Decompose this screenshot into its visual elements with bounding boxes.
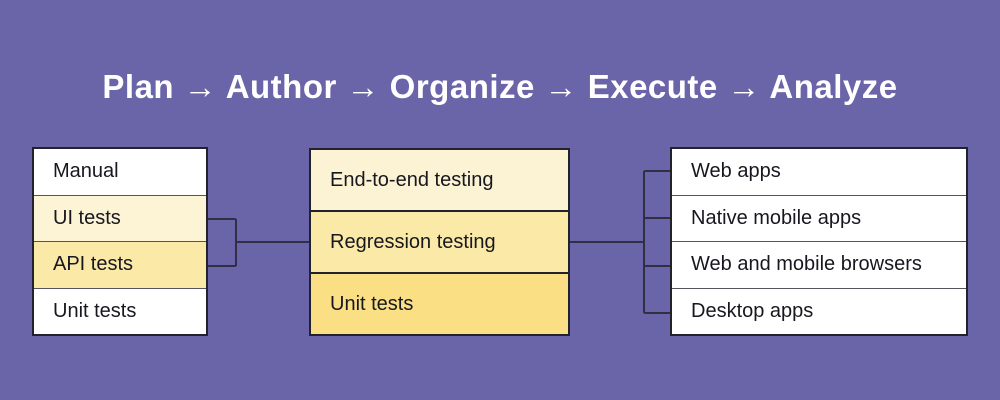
list-item-end-to-end-testing: End-to-end testing (311, 150, 568, 210)
list-item-label: Regression testing (330, 230, 496, 253)
list-item-label: UI tests (53, 206, 121, 229)
list-item-ui-tests: UI tests (34, 194, 206, 241)
list-item-web-apps: Web apps (672, 149, 966, 195)
test-types-box: Manual UI tests API tests Unit tests (32, 147, 208, 336)
list-item-label: Desktop apps (691, 299, 814, 322)
list-item-label: Native mobile apps (691, 206, 862, 229)
list-item-native-mobile-apps: Native mobile apps (672, 194, 966, 241)
page-title: Plan → Author → Organize → Execute → Ana… (102, 68, 898, 105)
list-item-label: Unit tests (53, 299, 137, 322)
list-item-api-tests: API tests (34, 241, 206, 288)
left-bracket-connector (207, 218, 309, 267)
testing-scope-box: End-to-end testing Regression testing Un… (309, 148, 570, 336)
list-item-regression-testing: Regression testing (311, 210, 568, 272)
list-item-unit-tests-scope: Unit tests (311, 272, 568, 334)
list-item-web-and-mobile-browsers: Web and mobile browsers (672, 241, 966, 288)
list-item-label: End-to-end testing (330, 168, 494, 191)
platforms-box: Web apps Native mobile apps Web and mobi… (670, 147, 968, 336)
list-item-desktop-apps: Desktop apps (672, 287, 966, 334)
list-item-label: Web and mobile browsers (691, 253, 922, 276)
list-item-label: Unit tests (330, 292, 414, 315)
list-item-label: API tests (53, 253, 134, 276)
list-item-label: Web apps (691, 160, 781, 183)
list-item-manual: Manual (34, 149, 206, 195)
list-item-unit-tests: Unit tests (34, 287, 206, 334)
right-bracket-connector (570, 170, 670, 314)
list-item-label: Manual (53, 160, 119, 183)
